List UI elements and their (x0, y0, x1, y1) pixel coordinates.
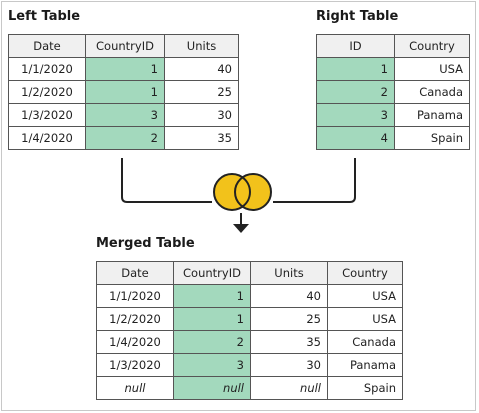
header-cell: ID (316, 34, 395, 58)
date-cell: 1/4/2020 (96, 330, 174, 354)
date-cell: 1/1/2020 (8, 57, 86, 81)
table-row: 1/4/2020 2 35 Canada (96, 330, 403, 354)
table-header-row: ID Country (316, 34, 470, 58)
units-cell: 30 (250, 353, 328, 377)
country-cell: Panama (327, 353, 403, 377)
country-cell: Spain (327, 376, 403, 400)
table-row: 1/3/2020 3 30 Panama (96, 353, 403, 377)
header-cell: Date (96, 261, 174, 285)
header-cell: CountryID (173, 261, 251, 285)
units-cell: 35 (164, 126, 239, 150)
country-id-cell: null (173, 376, 251, 400)
units-cell: 40 (164, 57, 239, 81)
right-connector-line (273, 158, 356, 203)
header-cell: Units (164, 34, 239, 58)
country-id-cell: 2 (85, 126, 165, 150)
table-header-row: Date CountryID Units (8, 34, 239, 58)
table-row: 1/3/2020 3 30 (8, 103, 239, 127)
date-cell: 1/1/2020 (96, 284, 174, 308)
country-cell: Canada (327, 330, 403, 354)
table-row: 1/2/2020 1 25 USA (96, 307, 403, 331)
country-id-cell: 1 (85, 57, 165, 81)
table-row: 1/2/2020 1 25 (8, 80, 239, 104)
table-row: 4 Spain (316, 126, 470, 150)
merged-table: Date CountryID Units Country 1/1/2020 1 … (96, 261, 403, 400)
header-cell: Country (327, 261, 403, 285)
country-id-cell: 3 (85, 103, 165, 127)
country-id-cell: 1 (85, 80, 165, 104)
date-cell: 1/2/2020 (96, 307, 174, 331)
table-row: 3 Panama (316, 103, 470, 127)
id-cell: 4 (316, 126, 395, 150)
country-id-cell: 1 (173, 284, 251, 308)
units-cell: 40 (250, 284, 328, 308)
table-row: 1/1/2020 1 40 USA (96, 284, 403, 308)
country-id-cell: 2 (173, 330, 251, 354)
table-row: 1/1/2020 1 40 (8, 57, 239, 81)
country-id-cell: 1 (173, 307, 251, 331)
header-cell: CountryID (85, 34, 165, 58)
id-cell: 3 (316, 103, 395, 127)
right-table-title: Right Table (316, 9, 399, 24)
merged-table-title: Merged Table (96, 236, 195, 251)
units-cell: 35 (250, 330, 328, 354)
units-cell: null (250, 376, 328, 400)
units-cell: 30 (164, 103, 239, 127)
full-outer-join-icon (213, 173, 272, 211)
table-row: 1/4/2020 2 35 (8, 126, 239, 150)
table-header-row: Date CountryID Units Country (96, 261, 403, 285)
country-id-cell: 3 (173, 353, 251, 377)
country-cell: USA (327, 284, 403, 308)
country-cell: Panama (394, 103, 470, 127)
table-row: null null null Spain (96, 376, 403, 400)
down-arrow-icon (233, 213, 249, 233)
table-row: 2 Canada (316, 80, 470, 104)
date-cell: null (96, 376, 174, 400)
date-cell: 1/4/2020 (8, 126, 86, 150)
country-cell: USA (327, 307, 403, 331)
date-cell: 1/2/2020 (8, 80, 86, 104)
date-cell: 1/3/2020 (8, 103, 86, 127)
header-cell: Units (250, 261, 328, 285)
right-table: ID Country 1 USA 2 Canada 3 Panama 4 Spa… (316, 34, 470, 150)
country-cell: Spain (394, 126, 470, 150)
left-table-title: Left Table (8, 9, 81, 24)
units-cell: 25 (250, 307, 328, 331)
date-cell: 1/3/2020 (96, 353, 174, 377)
left-connector-line (121, 158, 212, 203)
id-cell: 1 (316, 57, 395, 81)
header-cell: Country (394, 34, 470, 58)
left-table: Date CountryID Units 1/1/2020 1 40 1/2/2… (8, 34, 239, 150)
